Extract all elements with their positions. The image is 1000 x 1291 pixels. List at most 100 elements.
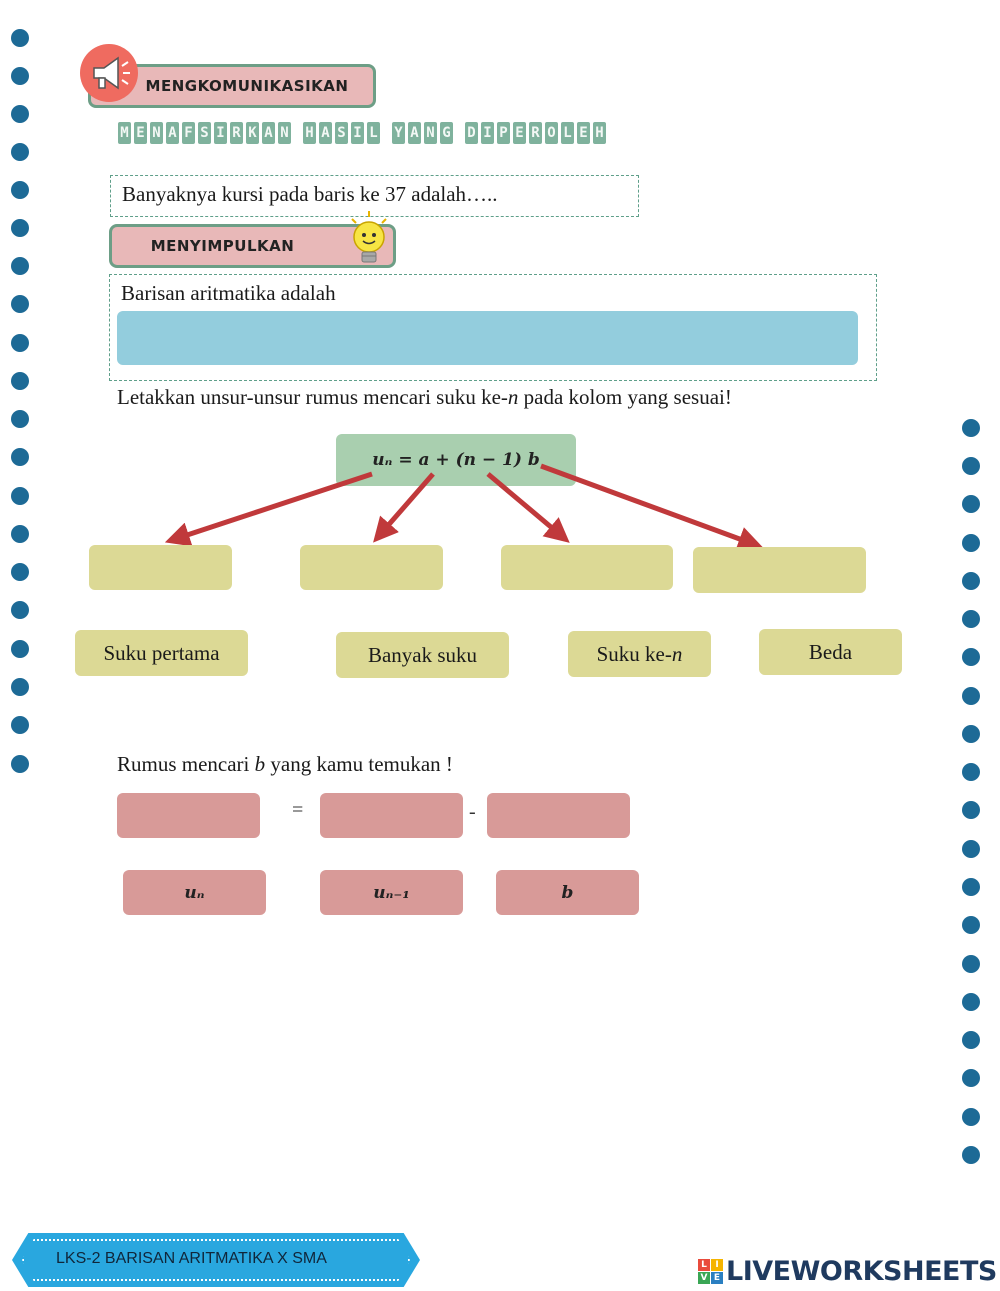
nth-term-var: n — [671, 641, 683, 666]
instruction-prefix: Letakkan unsur-unsur rumus mencari suku … — [117, 385, 508, 409]
conclusion-answer-field[interactable] — [117, 311, 858, 365]
binder-dot — [11, 525, 29, 543]
binder-dot — [11, 257, 29, 275]
subtitle-letter: I — [214, 122, 227, 144]
subtitle-letter: A — [319, 122, 332, 144]
subtitle-letter: D — [465, 122, 478, 144]
subtitle-letter: N — [278, 122, 291, 144]
subtitle-letter: L — [561, 122, 574, 144]
subtitle-letter: E — [513, 122, 526, 144]
binder-dot — [962, 801, 980, 819]
logo-letter: L — [698, 1259, 710, 1271]
binder-dot — [962, 840, 980, 858]
subtitle-letter: A — [408, 122, 421, 144]
drag-option-un-minus-1[interactable]: uₙ₋₁ — [320, 870, 463, 915]
drop-target-2[interactable] — [300, 545, 443, 590]
binder-dot — [962, 457, 980, 475]
liveworksheets-logo: L I V E LIVEWORKSHEETS — [698, 1256, 997, 1287]
logo-letter: V — [698, 1272, 710, 1284]
drag-label-num-terms[interactable]: Banyak suku — [336, 632, 509, 678]
arrow-to-first-term — [164, 471, 373, 547]
subtitle-letter: F — [182, 122, 195, 144]
rule-b-prefix: Rumus mencari — [117, 752, 255, 776]
binder-dot — [11, 105, 29, 123]
drop-target-4[interactable] — [693, 547, 866, 593]
binder-dot — [962, 419, 980, 437]
subtitle-letter: A — [262, 122, 275, 144]
communicate-label: MENGKOMUNIKASIKAN — [145, 77, 349, 95]
lightbulb-icon — [346, 209, 392, 269]
binder-dot — [11, 410, 29, 428]
binder-dot — [11, 487, 29, 505]
subtitle-letter: I — [481, 122, 494, 144]
drop-target-3[interactable] — [501, 545, 673, 590]
arrow-to-nth-term — [486, 472, 570, 543]
subtitle-letter: Y — [392, 122, 405, 144]
binder-dot — [11, 295, 29, 313]
subtitle-letter: H — [593, 122, 606, 144]
drag-label-difference[interactable]: Beda — [759, 629, 902, 675]
conclusion-prompt: Barisan aritmatika adalah — [121, 281, 336, 305]
binder-dot — [11, 448, 29, 466]
instruction-text: Letakkan unsur-unsur rumus mencari suku … — [117, 385, 732, 410]
arrow-to-num-terms — [373, 472, 435, 543]
subtitle-letter: P — [497, 122, 510, 144]
binder-dot — [962, 725, 980, 743]
rule-drop-target-1[interactable] — [117, 793, 260, 838]
subtitle-letter: A — [166, 122, 179, 144]
binder-dot — [962, 687, 980, 705]
question-text: Banyaknya kursi pada baris ke 37 adalah…… — [122, 182, 498, 206]
drag-option-un[interactable]: uₙ — [123, 870, 266, 915]
subtitle-letter: M — [118, 122, 131, 144]
binder-dot — [11, 716, 29, 734]
footer-banner-border — [22, 1239, 410, 1281]
binder-dot — [11, 563, 29, 581]
binder-dot — [962, 1031, 980, 1049]
arrows — [164, 463, 764, 551]
drag-option-b[interactable]: b — [496, 870, 639, 915]
binder-dot — [11, 143, 29, 161]
drag-label-nth-term[interactable]: Suku ke-n — [568, 631, 711, 677]
subtitle-letter: E — [134, 122, 147, 144]
binder-dot — [962, 572, 980, 590]
logo-letter: E — [711, 1272, 723, 1284]
subtitle-letter: O — [545, 122, 558, 144]
binder-dot — [11, 334, 29, 352]
formula-text: uₙ = a + (n − 1) b — [372, 450, 540, 470]
footer-text: LKS-2 BARISAN ARITMATIKA X SMA — [56, 1250, 327, 1267]
nth-term-prefix: Suku ke- — [596, 641, 672, 666]
binder-dot — [962, 648, 980, 666]
equals-sign: = — [292, 799, 304, 821]
rule-b-suffix: yang kamu temukan ! — [265, 752, 453, 776]
subtitle-letter: I — [351, 122, 364, 144]
question-box — [110, 175, 639, 217]
logo-icon: L I V E — [698, 1259, 723, 1284]
minus-sign: - — [469, 801, 476, 823]
subtitle-letter: K — [246, 122, 259, 144]
rule-drop-target-2[interactable] — [320, 793, 463, 838]
subtitle-letter: S — [198, 122, 211, 144]
binder-dot — [11, 67, 29, 85]
subtitle-letter: R — [529, 122, 542, 144]
arrow-to-difference — [540, 463, 764, 551]
binder-dot — [962, 878, 980, 896]
binder-dot — [11, 678, 29, 696]
subtitle-letter: N — [150, 122, 163, 144]
subtitle-letter: R — [230, 122, 243, 144]
binder-dot — [11, 755, 29, 773]
drop-target-1[interactable] — [89, 545, 232, 590]
conclusion-box — [109, 274, 877, 381]
subtitle-letter: H — [303, 122, 316, 144]
conclude-label: MENYIMPULKAN — [150, 237, 295, 255]
footer-banner — [12, 1233, 420, 1287]
subtitle-letter: N — [424, 122, 437, 144]
binder-dot — [11, 29, 29, 47]
rule-drop-target-3[interactable] — [487, 793, 630, 838]
megaphone-icon — [80, 44, 138, 102]
drag-label-first-term[interactable]: Suku pertama — [75, 630, 248, 676]
binder-dot — [11, 181, 29, 199]
binder-dot — [962, 955, 980, 973]
subtitle-letter: E — [577, 122, 590, 144]
subtitle-letter: L — [367, 122, 380, 144]
